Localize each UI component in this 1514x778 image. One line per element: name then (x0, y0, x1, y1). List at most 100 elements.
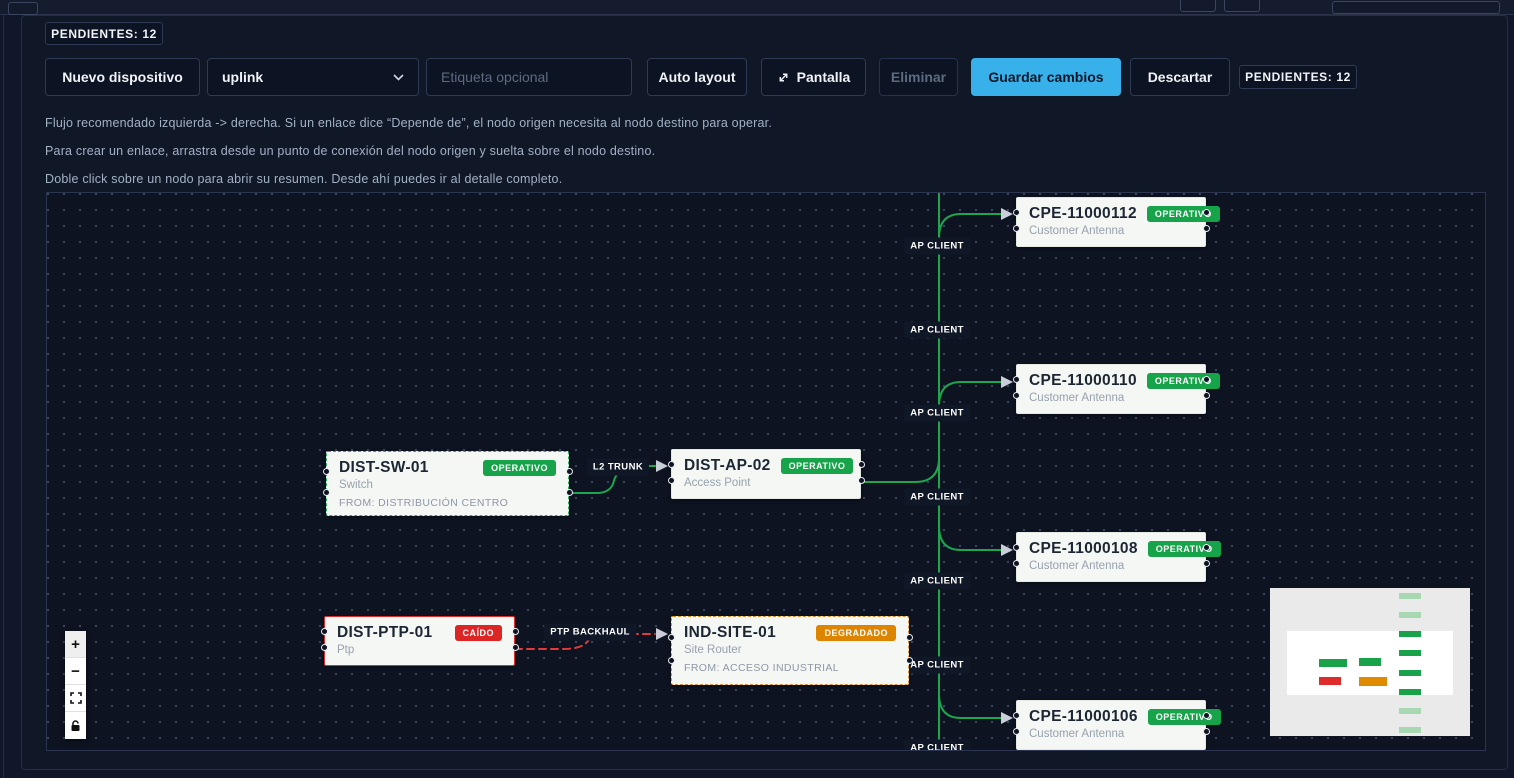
node-header: DIST-SW-01 OPERATIVO (339, 459, 556, 477)
node-status-badge: OPERATIVO (1147, 541, 1221, 557)
node-status-badge: DEGRADADO (816, 625, 896, 641)
edge-arrowheads (656, 208, 1013, 724)
connection-handle[interactable] (322, 488, 330, 496)
minimap-node (1359, 658, 1381, 666)
page-left-border (3, 10, 4, 778)
connection-handle[interactable] (857, 461, 865, 469)
connection-handle[interactable] (667, 634, 675, 642)
minimap-node (1319, 677, 1341, 685)
node-status-badge: OPERATIVO (1147, 709, 1221, 725)
label-input[interactable]: Etiqueta opcional (426, 58, 632, 96)
node-status-badge: OPERATIVO (1146, 206, 1220, 222)
help-text-line: Para crear un enlace, arrastra desde un … (45, 144, 656, 158)
connection-handle[interactable] (320, 644, 328, 652)
lock-button[interactable] (65, 712, 86, 739)
fit-view-button[interactable] (65, 685, 86, 712)
edge-label-ap-client: AP CLIENT (904, 572, 970, 590)
connection-handle[interactable] (511, 628, 519, 636)
connection-handle[interactable] (1202, 544, 1210, 552)
node-title: CPE-11000108 (1029, 540, 1138, 557)
minimap[interactable] (1270, 588, 1470, 736)
node-dist-ap-02[interactable]: DIST-AP-02 OPERATIVO Access Point (667, 449, 865, 499)
minimap-node (1399, 593, 1421, 599)
connection-handle[interactable] (667, 477, 675, 485)
fullscreen-label: Pantalla (796, 69, 851, 85)
connection-handle[interactable] (565, 468, 573, 476)
node-cpe-11000106[interactable]: CPE-11000106 OPERATIVO Customer Antenna (1012, 700, 1221, 750)
connection-handle[interactable] (1202, 560, 1210, 568)
connection-handle[interactable] (1202, 209, 1210, 217)
ap-feed-edge (860, 457, 940, 483)
connection-handle[interactable] (905, 656, 913, 664)
connection-handle[interactable] (1012, 560, 1020, 568)
connection-handle[interactable] (1012, 209, 1020, 217)
edge-label-ap-client: AP CLIENT (904, 739, 970, 750)
node-title: CPE-11000106 (1029, 708, 1138, 725)
minimap-node (1319, 659, 1347, 667)
node-status-badge: OPERATIVO (483, 460, 556, 476)
connection-handle[interactable] (322, 468, 330, 476)
connection-handle[interactable] (1202, 376, 1210, 384)
connection-handle[interactable] (1202, 712, 1210, 720)
connection-handle[interactable] (511, 644, 519, 652)
connection-handle[interactable] (565, 488, 573, 496)
link-type-select[interactable]: uplink (207, 58, 419, 96)
connection-handle[interactable] (857, 477, 865, 485)
connection-handle[interactable] (667, 461, 675, 469)
connection-handle[interactable] (320, 628, 328, 636)
connection-handle[interactable] (1202, 225, 1210, 233)
pending-changes-badge: PENDIENTES: 12 (45, 22, 163, 45)
connection-handle[interactable] (1012, 392, 1020, 400)
connection-handle[interactable] (1012, 225, 1020, 233)
node-header: CPE-11000106 OPERATIVO (1029, 708, 1221, 726)
edge-label-ap-client: AP CLIENT (904, 656, 970, 674)
node-title: DIST-AP-02 (684, 457, 771, 474)
node-title: CPE-11000112 (1029, 205, 1137, 222)
node-title: DIST-SW-01 (339, 459, 429, 476)
zoom-out-button[interactable]: − (65, 658, 86, 685)
node-subtitle: Access Point (684, 477, 751, 489)
fullscreen-button[interactable]: Pantalla (761, 58, 866, 96)
node-subtitle: Customer Antenna (1029, 728, 1125, 740)
node-cpe-11000112[interactable]: CPE-11000112 OPERATIVO Customer Antenna (1012, 197, 1220, 247)
edge-label-ap-client: AP CLIENT (904, 488, 970, 506)
topbar-button[interactable] (1180, 0, 1216, 12)
node-subtitle: Switch (339, 479, 373, 491)
connection-handle[interactable] (1012, 376, 1020, 384)
topbar-button[interactable] (8, 2, 38, 15)
lock-icon (71, 719, 80, 731)
connection-handle[interactable] (905, 634, 913, 642)
connection-handle[interactable] (1202, 392, 1210, 400)
node-title: CPE-11000110 (1029, 372, 1137, 389)
node-status-badge: OPERATIVO (1146, 373, 1220, 389)
connection-handle[interactable] (1012, 544, 1020, 552)
node-title: IND-SITE-01 (684, 624, 777, 641)
connection-handle[interactable] (1012, 712, 1020, 720)
topbar-button[interactable] (1224, 0, 1260, 12)
save-changes-button[interactable]: Guardar cambios (971, 58, 1121, 96)
link-type-value: uplink (222, 69, 264, 85)
node-from-label: FROM: DISTRIBUCIÓN CENTRO (339, 497, 509, 509)
connection-handle[interactable] (667, 656, 675, 664)
node-subtitle: Site Router (684, 644, 742, 656)
topbar-search-input[interactable] (1332, 1, 1500, 14)
pending-changes-badge-toolbar: PENDIENTES: 12 (1239, 65, 1357, 89)
zoom-in-button[interactable]: + (65, 631, 86, 658)
discard-button[interactable]: Descartar (1130, 58, 1230, 96)
minimap-node (1399, 631, 1421, 637)
connection-handle[interactable] (1012, 728, 1020, 736)
node-status-badge: OPERATIVO (780, 458, 854, 474)
minimap-node (1399, 612, 1421, 618)
connection-handle[interactable] (1202, 728, 1210, 736)
auto-layout-button[interactable]: Auto layout (647, 58, 747, 96)
edge-label-ap-client: AP CLIENT (904, 321, 970, 339)
new-device-button[interactable]: Nuevo dispositivo (45, 58, 200, 96)
node-status-badge: CAÍDO (454, 625, 502, 641)
node-subtitle: Customer Antenna (1029, 225, 1125, 237)
